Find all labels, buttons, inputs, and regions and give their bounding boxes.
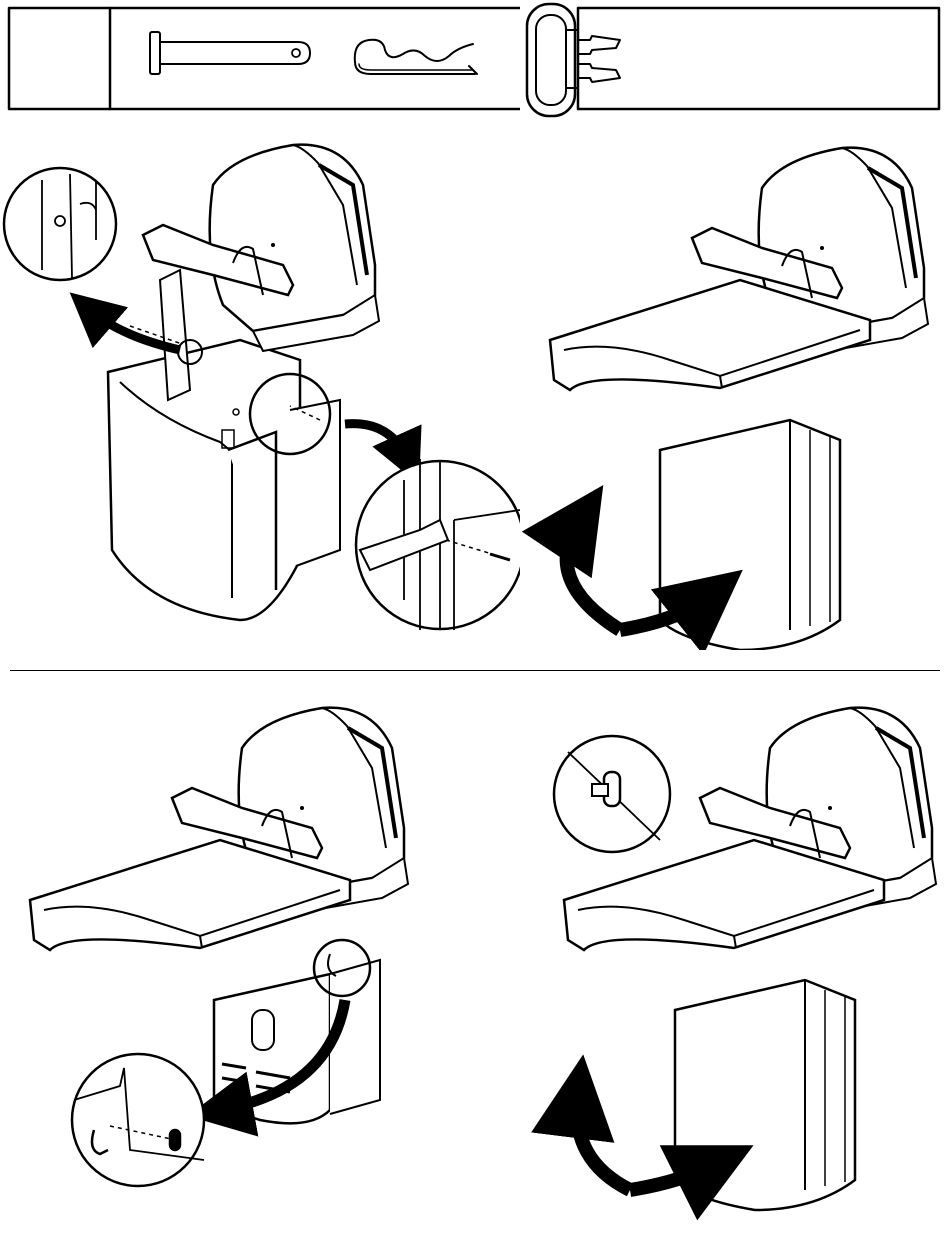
seat-remove-pins-illustration (0, 120, 520, 650)
seat-lowered-illustration (520, 120, 950, 650)
clevis-pin-icon (140, 28, 320, 78)
seat-insert-hairpin-illustration (0, 680, 480, 1241)
step-2-illustration (520, 120, 950, 650)
section-divider (10, 670, 940, 671)
plastic-push-clip-icon (520, 0, 630, 120)
step-1-illustration (0, 120, 520, 650)
seat-install-clip-illustration (520, 680, 950, 1241)
hairpin-clip-icon (345, 32, 485, 82)
step-4-illustration (520, 680, 950, 1241)
step-3-illustration (0, 680, 480, 1241)
parts-box (0, 0, 950, 120)
